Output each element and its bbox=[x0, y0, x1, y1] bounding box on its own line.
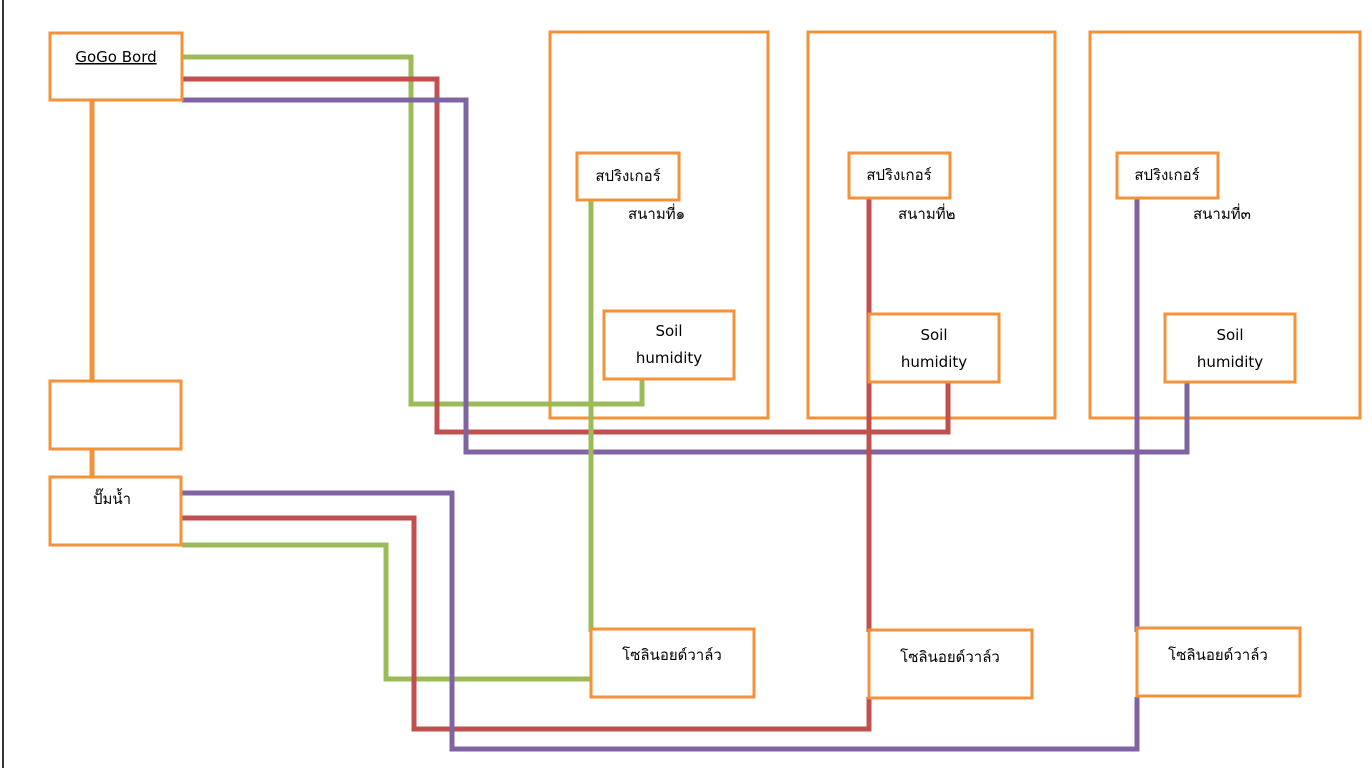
field-2: สปริงเกอร์ สนามที่๒ Soil humidity โซลินอ… bbox=[847, 151, 1034, 700]
wire-controller-sensor-2 bbox=[182, 76, 951, 435]
sensor-label-3-line2: humidity bbox=[1197, 353, 1263, 371]
sensor-label-2-line2: humidity bbox=[901, 353, 967, 371]
sensor-box-1 bbox=[602, 309, 736, 381]
sprinkler-label-3: สปริงเกอร์ bbox=[1134, 166, 1199, 184]
pump-label: ปั๊มน้ำ bbox=[93, 488, 131, 508]
controller-label: GoGo Bord bbox=[75, 48, 156, 66]
wire-controller-sensor-1 bbox=[182, 54, 645, 407]
sprinkler-box-3 bbox=[1115, 151, 1220, 200]
wire-pump-valve-3 bbox=[182, 490, 1140, 752]
sensor-label-1-line2: humidity bbox=[636, 349, 702, 367]
pump-box: ปั๊มน้ำ bbox=[48, 475, 183, 547]
sensor-label-2-line1: Soil bbox=[920, 326, 947, 344]
field-3: สปริงเกอร์ สนามที่๓ Soil humidity โซลินอ… bbox=[1115, 151, 1302, 698]
valve-label-2: โซลินอยด์วาล์ว bbox=[900, 648, 1000, 666]
sensor-box-2 bbox=[867, 312, 1001, 384]
field-name-2: สนามที่๒ bbox=[898, 203, 956, 223]
relay-box bbox=[48, 379, 183, 451]
field-name-3: สนามที่๓ bbox=[1193, 203, 1251, 223]
field-name-1: สนามที่๑ bbox=[628, 203, 685, 223]
valve-label-1: โซลินอยด์วาล์ว bbox=[622, 646, 722, 664]
sprinkler-label-1: สปริงเกอร์ bbox=[595, 167, 660, 185]
valve-box-1 bbox=[589, 627, 756, 699]
sensor-label-1-line1: Soil bbox=[655, 322, 682, 340]
field-2-enclosure bbox=[806, 30, 1057, 420]
valve-box-2 bbox=[867, 628, 1034, 700]
valve-label-3: โซลินอยด์วาล์ว bbox=[1168, 646, 1268, 664]
controller-box: GoGo Bord bbox=[48, 31, 184, 102]
wire-controller-sensor-3 bbox=[182, 97, 1190, 455]
sensor-box-3 bbox=[1163, 312, 1297, 384]
field-1: สปริงเกอร์ สนามที่๑ Soil humidity โซลินอ… bbox=[575, 151, 756, 699]
field-1-enclosure bbox=[548, 30, 770, 420]
sensor-label-3-line1: Soil bbox=[1216, 326, 1243, 344]
wire-pump-valve-1 bbox=[182, 542, 591, 682]
wire-pump-valve-2 bbox=[182, 515, 872, 732]
sprinkler-label-2: สปริงเกอร์ bbox=[866, 166, 931, 184]
sprinkler-box-1 bbox=[575, 151, 681, 202]
valve-box-3 bbox=[1135, 626, 1302, 698]
sprinkler-box-2 bbox=[847, 151, 952, 200]
field-3-enclosure bbox=[1088, 30, 1362, 420]
